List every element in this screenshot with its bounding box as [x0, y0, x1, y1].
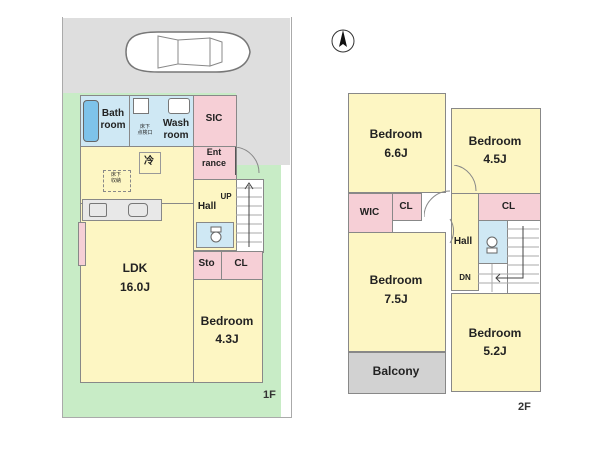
entrance-door — [235, 147, 260, 175]
under-floor-inspection-note: 床下 点検口 — [137, 124, 153, 136]
toilet-2f-icon — [486, 236, 498, 254]
toilet-icon — [210, 226, 222, 243]
stairs-2f-icon — [478, 226, 539, 292]
fridge-box — [139, 152, 161, 174]
cl-2f-left-room — [392, 193, 422, 221]
bedroom-2f-2 — [451, 108, 541, 194]
entrance-label: Ent rance — [201, 147, 227, 168]
fridge-label: 冷 — [144, 156, 154, 167]
ldk-size: 16.0J — [119, 280, 151, 294]
bedroom-2f-3 — [348, 232, 446, 352]
hall-2f-label: Hall — [453, 236, 473, 247]
stove-icon — [89, 203, 107, 217]
balcony-label: Balcony — [372, 364, 420, 378]
under-floor-storage-box — [103, 170, 131, 192]
cl-2f-right-room — [478, 193, 541, 221]
washing-machine — [133, 98, 149, 114]
bedroom-2f-1 — [348, 93, 446, 193]
wash-label: Wash room — [162, 118, 190, 141]
bedroom-2f-2-name: Bedroom — [468, 134, 522, 148]
bedroom-2f-4-size: 5.2J — [483, 344, 507, 358]
bath-label: Bath room — [100, 108, 126, 131]
washbasin — [168, 98, 190, 114]
sic-label: SIC — [205, 113, 223, 124]
cl-2f-right-label: CL — [501, 201, 516, 212]
car-icon — [125, 31, 251, 73]
sic-room — [193, 95, 237, 147]
bedroom-2f-1-name: Bedroom — [369, 127, 423, 141]
stairs-2f — [507, 220, 541, 294]
ldk-name: LDK — [122, 261, 148, 275]
hall-2f-doors — [424, 165, 477, 244]
floor-2f-label: 2F — [518, 401, 531, 413]
sto-label: Sto — [198, 258, 215, 269]
ldk-side-strip — [78, 222, 86, 266]
kitchen-counter — [82, 199, 162, 221]
bedroom-1f — [193, 279, 263, 383]
kitchen-corner — [80, 146, 194, 204]
wic-label: WIC — [359, 207, 380, 218]
cl-1f-room — [221, 251, 263, 280]
entrance-approach — [236, 85, 290, 165]
stairs-1f — [236, 179, 264, 253]
bedroom-2f-1-size: 6.6J — [384, 146, 408, 160]
bedroom-1f-name: Bedroom — [200, 314, 254, 328]
cl-2f-left-label: CL — [399, 201, 413, 212]
bedroom-1f-size: 4.3J — [215, 332, 239, 346]
bedroom-2f-3-size: 7.5J — [384, 292, 408, 306]
cl-1f-label: CL — [234, 258, 248, 269]
site-border — [62, 17, 292, 418]
hall-1f-label: Hall — [197, 201, 217, 212]
floor-1f-label: 1F — [263, 389, 276, 401]
bedroom-2f-4-name: Bedroom — [468, 326, 522, 340]
bathtub — [83, 100, 99, 142]
bedroom-2f-2-size: 4.5J — [483, 152, 507, 166]
bedroom-2f-4 — [451, 293, 541, 392]
dn-label: DN — [459, 273, 471, 282]
north-arrow-icon — [331, 29, 355, 53]
under-floor-storage-note: 床下 収納 — [110, 172, 121, 184]
hall-2f — [451, 193, 479, 291]
bedroom-2f-3-name: Bedroom — [369, 273, 423, 287]
balcony — [348, 352, 446, 394]
stairs-icon — [236, 182, 262, 247]
sink-icon — [128, 203, 148, 217]
up-label: UP — [220, 192, 232, 201]
